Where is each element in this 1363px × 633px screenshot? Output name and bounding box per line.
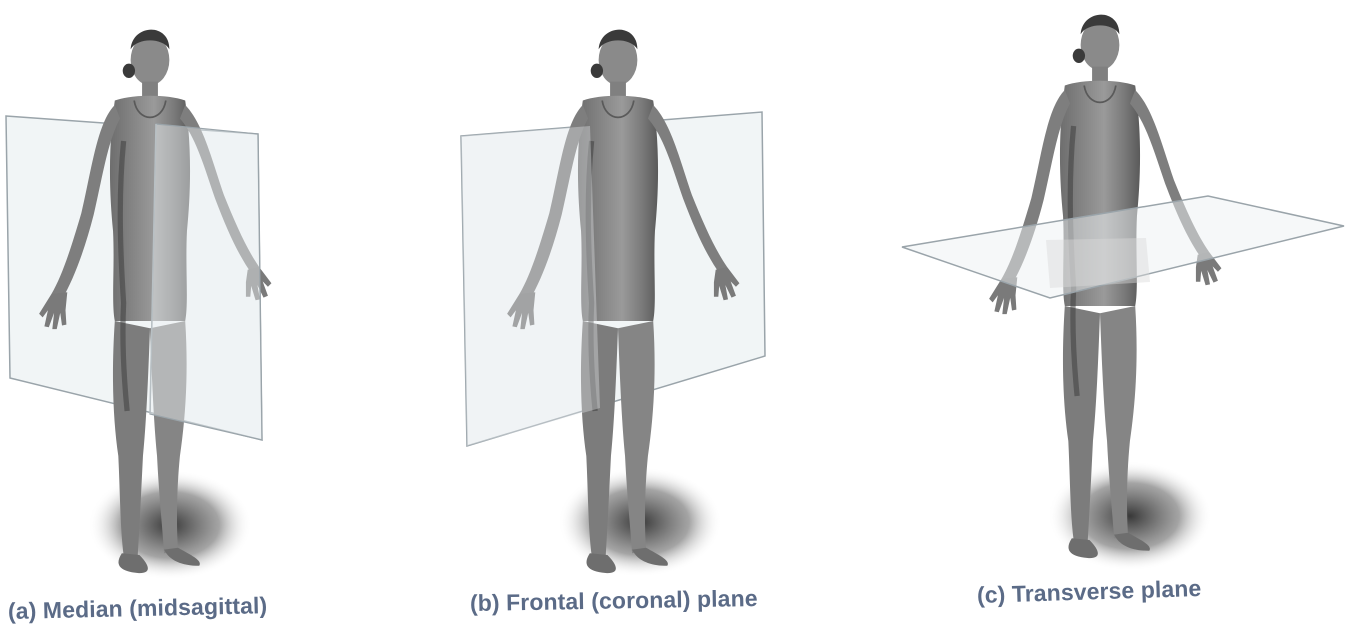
panel-c-transverse [902, 15, 1344, 571]
caption-frontal: (b) Frontal (coronal) plane [470, 585, 758, 617]
cut-band [1046, 238, 1150, 288]
frontal-plane-front [461, 126, 600, 446]
panel-a-median [6, 30, 271, 580]
median-plane-front [150, 124, 262, 440]
panel-b-frontal [461, 30, 765, 577]
